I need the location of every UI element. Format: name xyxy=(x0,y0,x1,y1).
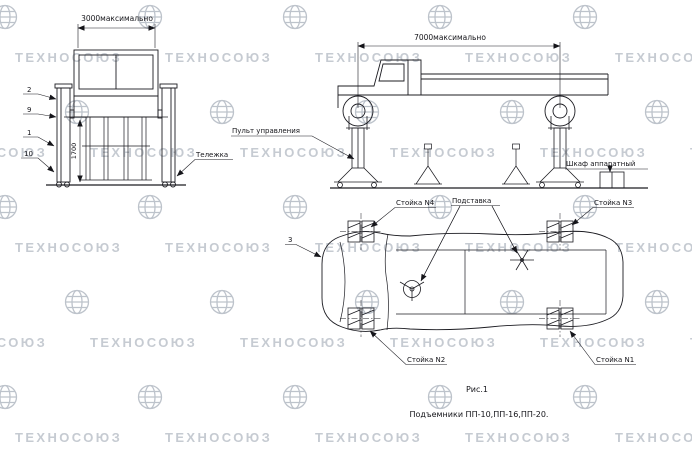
globe-icon xyxy=(425,2,455,32)
globe-icon xyxy=(135,2,165,32)
truck-side xyxy=(337,59,609,127)
stand1-label: Стойка N1 xyxy=(596,356,634,364)
figure-title: Подъемники ПП-10,ПП-16,ПП-20. xyxy=(410,410,549,419)
top-view-callouts: Стойка N4 Подставка Стойка N3 3 Стойка N… xyxy=(285,197,636,365)
stand-top-right xyxy=(539,213,581,250)
caption: Рис.1 Подъемники ПП-10,ПП-16,ПП-20. xyxy=(410,385,549,419)
globe-icon xyxy=(0,2,20,32)
watermark-text: ТЕХНОСОЮЗ xyxy=(15,50,123,65)
watermark-text: ТЕХНОСОЮЗ xyxy=(690,145,692,160)
watermark-text: ТЕХНОСОЮЗ xyxy=(690,335,692,350)
watermark-text: ТЕХНОСОЮЗ xyxy=(315,50,423,65)
support-symbol-wheel xyxy=(399,280,425,301)
cabinet-callout: Шкаф аппаратный xyxy=(565,160,648,172)
lift-post-right xyxy=(157,83,178,188)
top-view: Стойка N4 Подставка Стойка N3 3 Стойка N… xyxy=(285,197,636,365)
callout-10: 10 xyxy=(24,150,33,158)
globe-icon xyxy=(0,192,20,222)
equipment-cabinet xyxy=(599,171,625,189)
watermark-text: ТЕХНОСОЮЗ xyxy=(240,145,348,160)
globe-icon xyxy=(425,192,455,222)
watermark-text: ТЕХНОСОЮЗ xyxy=(315,430,423,445)
callout-9: 9 xyxy=(27,106,31,114)
globe-icon xyxy=(0,382,20,412)
globe-icon xyxy=(570,382,600,412)
watermark-text: ТЕХНОСОЮЗ xyxy=(0,145,48,160)
globe-icon xyxy=(497,287,527,317)
side-view: 7000максимально xyxy=(231,33,648,189)
stand3-label: Стойка N3 xyxy=(594,199,632,207)
globe-icon xyxy=(352,287,382,317)
globe-icon xyxy=(280,192,310,222)
watermark-text: ТЕХНОСОЮЗ xyxy=(240,335,348,350)
callout-2: 2 xyxy=(27,86,31,94)
side-length-dimension: 7000максимально xyxy=(357,33,561,108)
jack-stand-2 xyxy=(502,143,530,185)
watermark-text: ТЕХНОСОЮЗ xyxy=(90,145,198,160)
globe-icon xyxy=(280,2,310,32)
jack-stand-1 xyxy=(414,143,442,185)
watermark-text: ТЕХНОСОЮЗ xyxy=(90,335,198,350)
watermark-text: ТЕХНОСОЮЗ xyxy=(15,240,123,255)
stand-bottom-left xyxy=(340,300,382,337)
truck-cab-front xyxy=(73,49,159,118)
front-width-dimension: 3000максимально xyxy=(77,14,156,48)
globe-icon xyxy=(135,192,165,222)
globe-icon xyxy=(207,287,237,317)
support-label: Подставка xyxy=(452,197,491,205)
control-panel-callout: Пульт управления xyxy=(231,127,355,160)
globe-icon xyxy=(135,382,165,412)
watermark-text: ТЕХНОСОЮЗ xyxy=(465,50,573,65)
trolley-callout: Тележка xyxy=(176,151,233,177)
watermark-text: ТЕХНОСОЮЗ xyxy=(615,50,692,65)
stand-bottom-right xyxy=(539,300,581,337)
watermark-text: ТЕХНОСОЮЗ xyxy=(165,50,273,65)
watermark-text: ТЕХНОСОЮЗ xyxy=(15,430,123,445)
watermark-text: ТЕХНОСОЮЗ xyxy=(0,335,48,350)
globe-icon xyxy=(642,287,672,317)
support-symbol-star xyxy=(510,249,534,271)
front-height-dimension: 1700 xyxy=(70,119,83,183)
watermark-text: ТЕХНОСОЮЗ xyxy=(165,430,273,445)
chassis-outline xyxy=(321,230,624,332)
front-callouts: 2 9 1 10 xyxy=(21,86,57,173)
watermark-text: ТЕХНОСОЮЗ xyxy=(615,240,692,255)
watermark-text: ТЕХНОСОЮЗ xyxy=(165,240,273,255)
watermark-text: ТЕХНОСОЮЗ xyxy=(540,335,648,350)
globe-icon xyxy=(62,287,92,317)
front-height-dim-text: 1700 xyxy=(70,143,78,160)
watermark-text: ТЕХНОСОЮЗ xyxy=(465,430,573,445)
chassis-inner-lines xyxy=(339,233,607,331)
watermark-text: ТЕХНОСОЮЗ xyxy=(615,430,692,445)
callout-1: 1 xyxy=(27,129,31,137)
trolley-label: Тележка xyxy=(195,151,228,159)
globe-icon xyxy=(570,2,600,32)
lift-stand-rear xyxy=(536,116,584,188)
callout-3: 3 xyxy=(288,236,292,244)
globe-icon xyxy=(570,192,600,222)
cabinet-label: Шкаф аппаратный xyxy=(566,160,635,168)
globe-icon xyxy=(207,97,237,127)
globe-icon xyxy=(642,97,672,127)
globe-icon xyxy=(497,97,527,127)
stand2-label: Стойка N2 xyxy=(407,356,445,364)
stand4-label: Стойка N4 xyxy=(396,199,435,207)
globe-icon xyxy=(425,382,455,412)
control-panel-label: Пульт управления xyxy=(232,127,300,135)
globe-icon xyxy=(280,382,310,412)
stand-top-left xyxy=(340,213,382,250)
lift-carriage xyxy=(64,116,168,181)
figure-number: Рис.1 xyxy=(466,385,488,394)
front-view: 3000максимально xyxy=(21,14,233,188)
watermark-text: ТЕХНОСОЮЗ xyxy=(390,145,498,160)
lift-post-left xyxy=(54,83,75,188)
watermark-text: ТЕХНОСОЮЗ xyxy=(315,240,423,255)
watermark-text: ТЕХНОСОЮЗ xyxy=(390,335,498,350)
side-length-dim-text: 7000максимально xyxy=(414,33,486,42)
front-width-dim-text: 3000максимально xyxy=(81,14,153,23)
